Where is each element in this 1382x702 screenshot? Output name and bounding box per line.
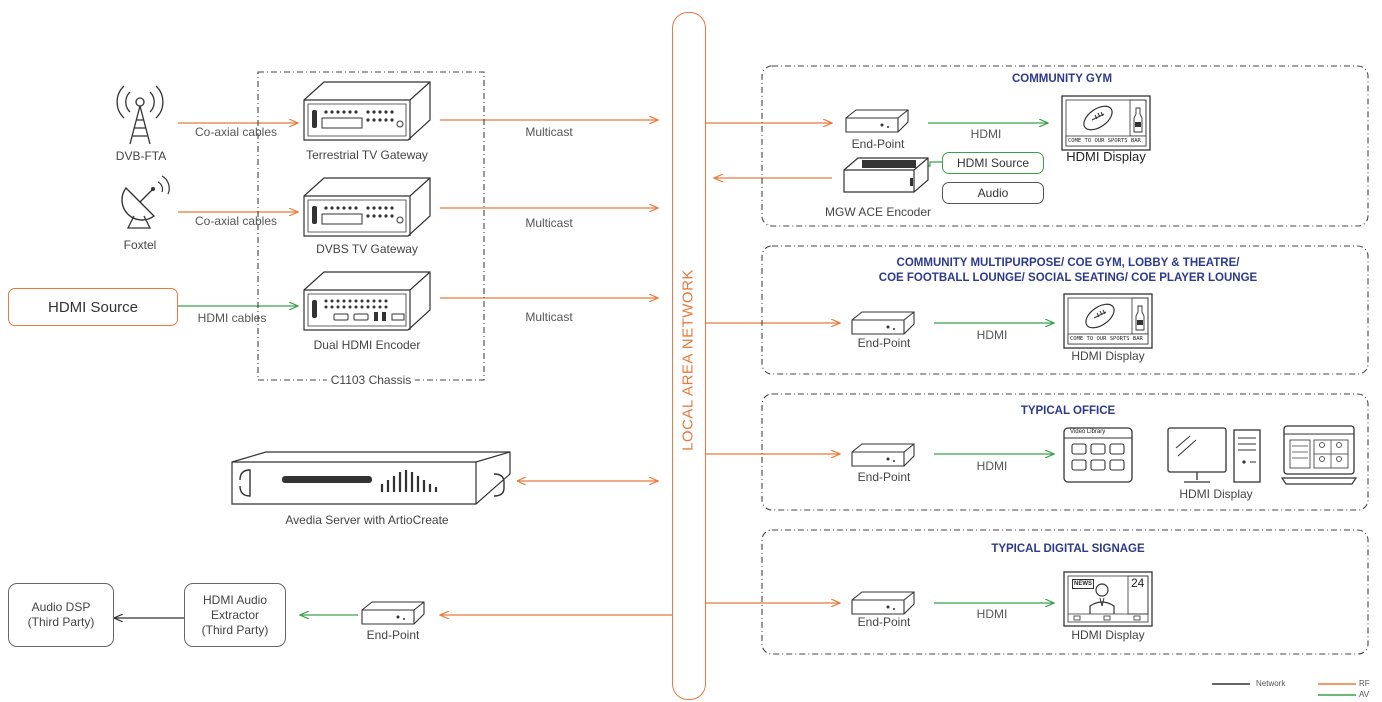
foxtel-label: Foxtel xyxy=(123,238,157,252)
extractor-line3: (Third Party) xyxy=(201,622,269,637)
avedia-server-device xyxy=(231,451,511,505)
rf-links xyxy=(178,120,840,615)
dvbs-gateway-device xyxy=(303,177,431,237)
avedia-server-label: Avedia Server with ArtioCreate xyxy=(285,513,449,527)
gym-hdmi-label: HDMI xyxy=(970,127,1002,141)
local-area-network-bus xyxy=(672,12,706,700)
dual-hdmi-encoder-device xyxy=(303,271,431,331)
network-label: LOCAL AREA NETWORK xyxy=(679,269,697,451)
hdmi-cables-label: HDMI cables xyxy=(197,311,267,325)
multipurpose-screen-text: COME TO OUR SPORTS BAR xyxy=(1070,336,1143,342)
signage-hdmi-label: HDMI xyxy=(976,607,1008,621)
coax-cables-label-1: Co-axial cables xyxy=(194,125,278,139)
office-display-laptop-icon xyxy=(1280,425,1358,485)
hdmi-source-box: HDMI Source xyxy=(8,288,178,326)
zone-signage-title: TYPICAL DIGITAL SIGNAGE xyxy=(991,543,1145,555)
audio-endpoint-label: End-Point xyxy=(366,628,420,642)
multicast-label-2: Multicast xyxy=(525,216,573,230)
antenna-icon xyxy=(116,85,164,145)
gym-screen-text: COME TO OUR SPORTS BAR xyxy=(1068,138,1141,144)
zone-office-title: TYPICAL OFFICE xyxy=(1020,405,1116,417)
office-display-desktop-icon xyxy=(1167,427,1261,483)
multipurpose-endpoint-label: End-Point xyxy=(857,336,911,350)
av-links xyxy=(176,123,1054,615)
extractor-line1: HDMI Audio xyxy=(202,592,268,607)
gym-endpoint-label: End-Point xyxy=(851,137,905,151)
legend-av-label: AV xyxy=(1359,690,1370,699)
coax-cables-label-2: Co-axial cables xyxy=(194,214,278,228)
multipurpose-endpoint-device xyxy=(851,311,915,335)
gym-hdmi-source-pill: HDMI Source xyxy=(942,152,1044,174)
dvb-fta-label: DVB-FTA xyxy=(115,149,167,163)
terrestrial-gateway-device xyxy=(303,81,431,141)
office-screen-text: Video Library xyxy=(1070,429,1106,435)
legend-rf-label: RF xyxy=(1359,679,1370,688)
extractor-line2: Extractor xyxy=(210,607,259,622)
zone-multipurpose-title-1: COMMUNITY MULTIPURPOSE/ COE GYM, LOBBY &… xyxy=(896,257,1240,269)
hdmi-audio-extractor-box: HDMI Audio Extractor (Third Party) xyxy=(184,583,286,647)
multicast-label-1: Multicast xyxy=(525,125,573,139)
office-endpoint-device xyxy=(851,443,915,467)
zone-multipurpose-frame xyxy=(761,245,1369,375)
zone-multipurpose-title-2: COE FOOTBALL LOUNGE/ SOCIAL SEATING/ COE… xyxy=(878,272,1258,284)
audio-dsp-box: Audio DSP (Third Party) xyxy=(8,583,114,647)
gym-encoder-label: MGW ACE Encoder xyxy=(824,205,932,219)
zone-office-frame xyxy=(761,393,1369,511)
office-display-label: HDMI Display xyxy=(1179,487,1253,501)
audio-dsp-line2: (Third Party) xyxy=(27,615,95,629)
mgw-ace-encoder-device xyxy=(843,157,929,193)
multipurpose-display-label: HDMI Display xyxy=(1071,349,1145,363)
multipurpose-hdmi-label: HDMI xyxy=(976,328,1008,342)
audio-endpoint-device xyxy=(361,601,425,625)
zone-gym-title: COMMUNITY GYM xyxy=(1011,73,1113,85)
gym-audio-pill: Audio xyxy=(942,182,1044,204)
signage-endpoint-label: End-Point xyxy=(857,615,911,629)
satellite-dish-icon xyxy=(121,175,170,229)
zone-signage-frame xyxy=(761,529,1369,655)
office-display-tablet xyxy=(1063,427,1133,483)
gym-display-label: HDMI Display xyxy=(1066,149,1146,164)
signage-news-badge: NEWS xyxy=(1072,579,1094,589)
multicast-label-3: Multicast xyxy=(525,310,573,324)
office-hdmi-label: HDMI xyxy=(976,459,1008,473)
legend-network-label: Network xyxy=(1256,679,1286,688)
gym-endpoint-device xyxy=(845,109,909,133)
dual-hdmi-encoder-label: Dual HDMI Encoder xyxy=(313,338,421,352)
audio-dsp-line1: Audio DSP xyxy=(31,600,91,614)
terrestrial-gateway-label: Terrestrial TV Gateway xyxy=(306,148,428,162)
signage-endpoint-device xyxy=(851,591,915,615)
signage-number: 24 xyxy=(1131,576,1145,590)
office-endpoint-label: End-Point xyxy=(857,470,911,484)
dvbs-gateway-label: DVBS TV Gateway xyxy=(316,242,418,256)
signage-display-label: HDMI Display xyxy=(1071,628,1145,642)
c1103-chassis-label: C1103 Chassis xyxy=(326,373,416,387)
